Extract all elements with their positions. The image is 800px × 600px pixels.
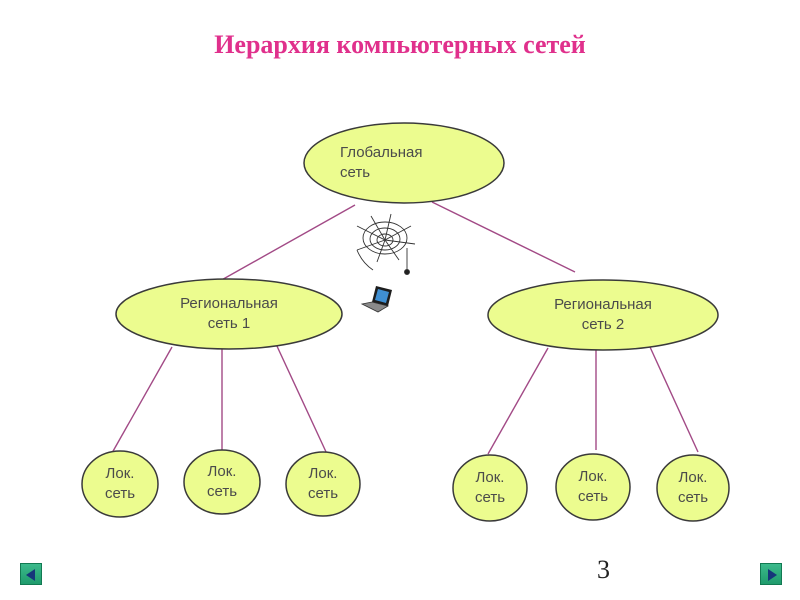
connector-regional1-local1 xyxy=(111,346,173,454)
local-network-3-ellipse xyxy=(285,451,361,517)
local-network-6-node: Лок. сеть xyxy=(657,455,729,521)
nav-prev-icon xyxy=(26,569,35,581)
connector-regional2-local1 xyxy=(487,347,549,455)
next-slide-button[interactable] xyxy=(760,563,782,585)
local-network-3-node: Лок. сеть xyxy=(286,452,360,516)
local-network-label: Лок. сеть xyxy=(307,465,339,502)
regional-network-2-label: Региональная сеть 2 xyxy=(554,296,652,333)
local-network-6-ellipse xyxy=(656,454,730,522)
connector-regional1-local3 xyxy=(275,343,328,455)
regional-network-1-node: Региональная сеть 1 xyxy=(116,279,342,349)
local-network-1-node: Лок. сеть xyxy=(82,451,158,517)
local-network-5-node: Лок. сеть xyxy=(556,454,630,520)
local-network-5-ellipse xyxy=(555,453,631,521)
local-network-label: Лок. сеть xyxy=(206,463,238,500)
local-network-label: Лок. сеть xyxy=(677,469,709,506)
local-network-label: Лок. сеть xyxy=(577,468,609,505)
global-network-node: Глобальная сеть xyxy=(304,123,504,203)
local-network-4-ellipse xyxy=(452,454,528,522)
connector-regional2-local3 xyxy=(649,346,699,453)
spider-web-icon xyxy=(356,213,416,275)
regional-network-2-node: Региональная сеть 2 xyxy=(488,280,718,350)
local-network-1-ellipse xyxy=(81,450,159,518)
local-network-2-ellipse xyxy=(183,449,261,515)
page-number: 3 xyxy=(597,555,610,584)
global-network-ellipse xyxy=(303,122,505,204)
global-network-label: Глобальная сеть xyxy=(340,144,423,181)
regional-network-1-ellipse xyxy=(115,278,343,350)
local-network-2-node: Лок. сеть xyxy=(184,450,260,514)
slide-title: Иерархия компьютерных сетей xyxy=(214,30,586,59)
regional-network-2-ellipse xyxy=(487,279,719,351)
nav-next-icon xyxy=(768,569,777,581)
previous-slide-button[interactable] xyxy=(20,563,42,585)
connector-global-regional1 xyxy=(217,204,356,283)
laptop-icon xyxy=(360,286,392,313)
connector-global-regional2 xyxy=(431,201,576,273)
local-network-label: Лок. сеть xyxy=(104,465,136,502)
local-network-label: Лок. сеть xyxy=(474,469,506,506)
local-network-4-node: Лок. сеть xyxy=(453,455,527,521)
regional-network-1-label: Региональная сеть 1 xyxy=(180,295,278,332)
